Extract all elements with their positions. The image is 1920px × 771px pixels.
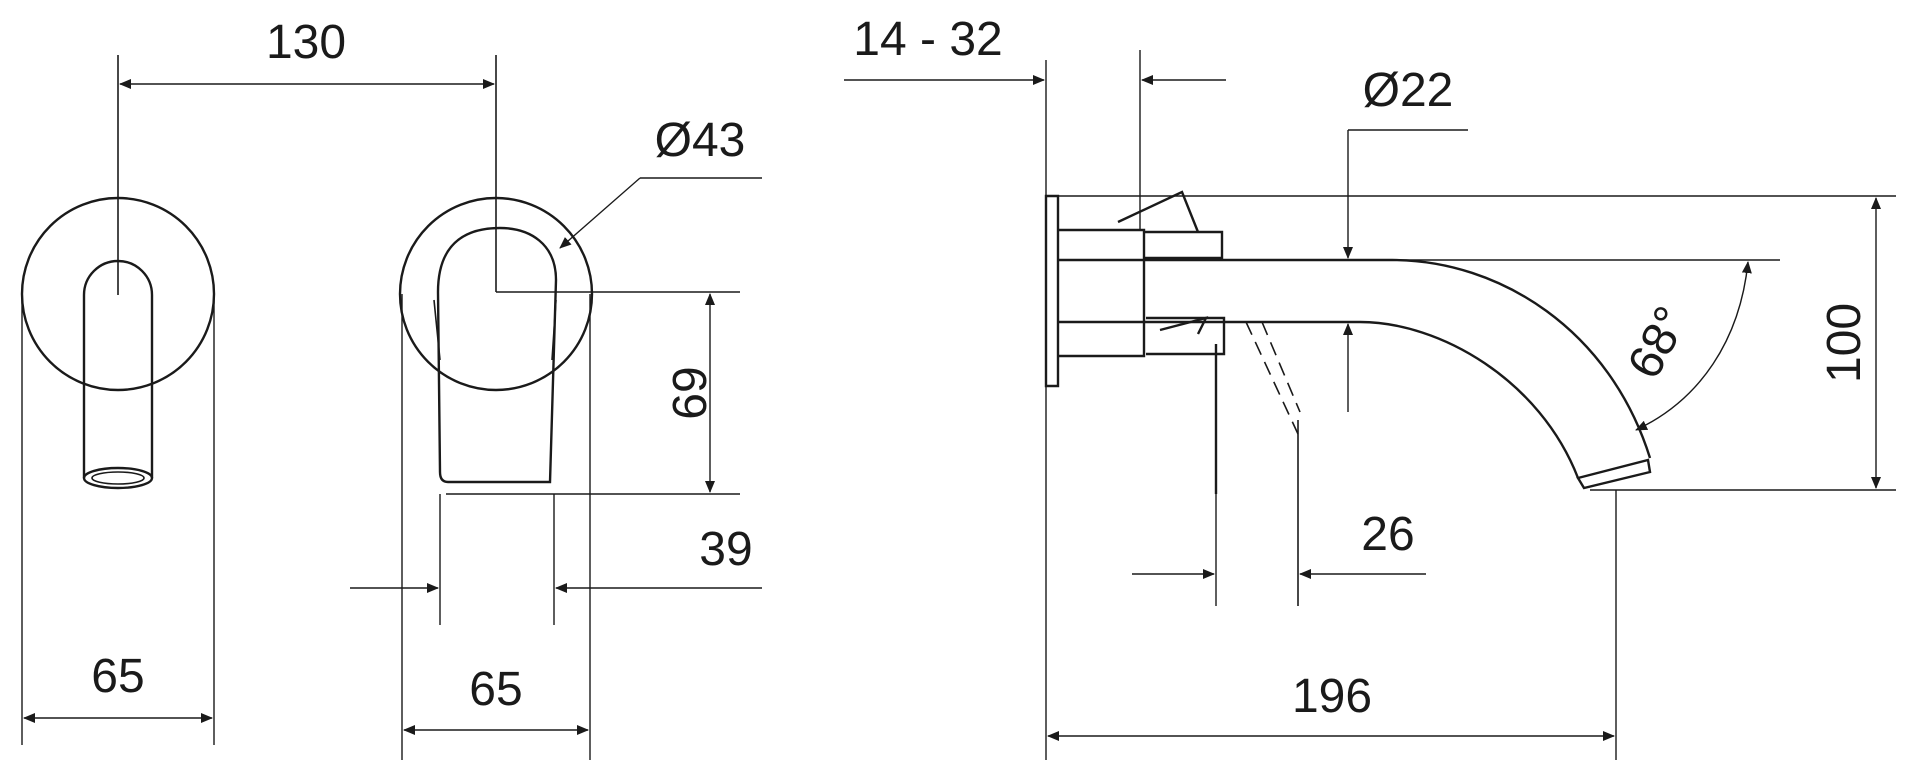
side-view: 14 - 32 Ø22 68° 100 26 196 [844,13,1896,760]
body-block [1058,228,1146,358]
dim-label-rosette-diameter: Ø43 [655,114,746,167]
spout-outlet-side [1576,458,1652,490]
spout-tube [82,295,154,478]
handle-side-lines [433,299,557,361]
spout-top-edge [1058,258,1652,459]
handle-swing-dashed [1245,321,1301,435]
dim-label-spout-diameter: Ø22 [1363,64,1454,117]
dim-label-height: 100 [1818,303,1871,383]
body-lower-nut [1146,316,1226,356]
dim-label-wall-depth: 14 - 32 [853,13,1002,66]
dim-label-angle: 68° [1618,298,1699,387]
spout-bottom-edge [1058,320,1580,479]
dim-arc-angle [1635,261,1752,431]
dim-label-handle-width: 39 [699,523,752,576]
side-handle-lever [1117,190,1209,335]
dim-label-handle-offset: 26 [1361,508,1414,561]
wall-plate [1044,194,1060,388]
dim-label-rosette-width: 65 [469,663,522,716]
leader-rosette-diameter [559,177,641,249]
spout-outlet [82,466,154,490]
body-upper-nut [1144,230,1224,260]
dim-label-offset: 130 [266,16,346,69]
dim-label-spout-width: 65 [91,650,144,703]
handle-front-view: 130 Ø43 69 39 65 [119,16,762,760]
spout-aerator [91,471,145,485]
handle-lever [436,226,558,484]
dim-label-handle-height: 69 [664,366,717,419]
spout-front-view: 65 [20,55,216,745]
dim-label-projection: 196 [1292,670,1372,723]
